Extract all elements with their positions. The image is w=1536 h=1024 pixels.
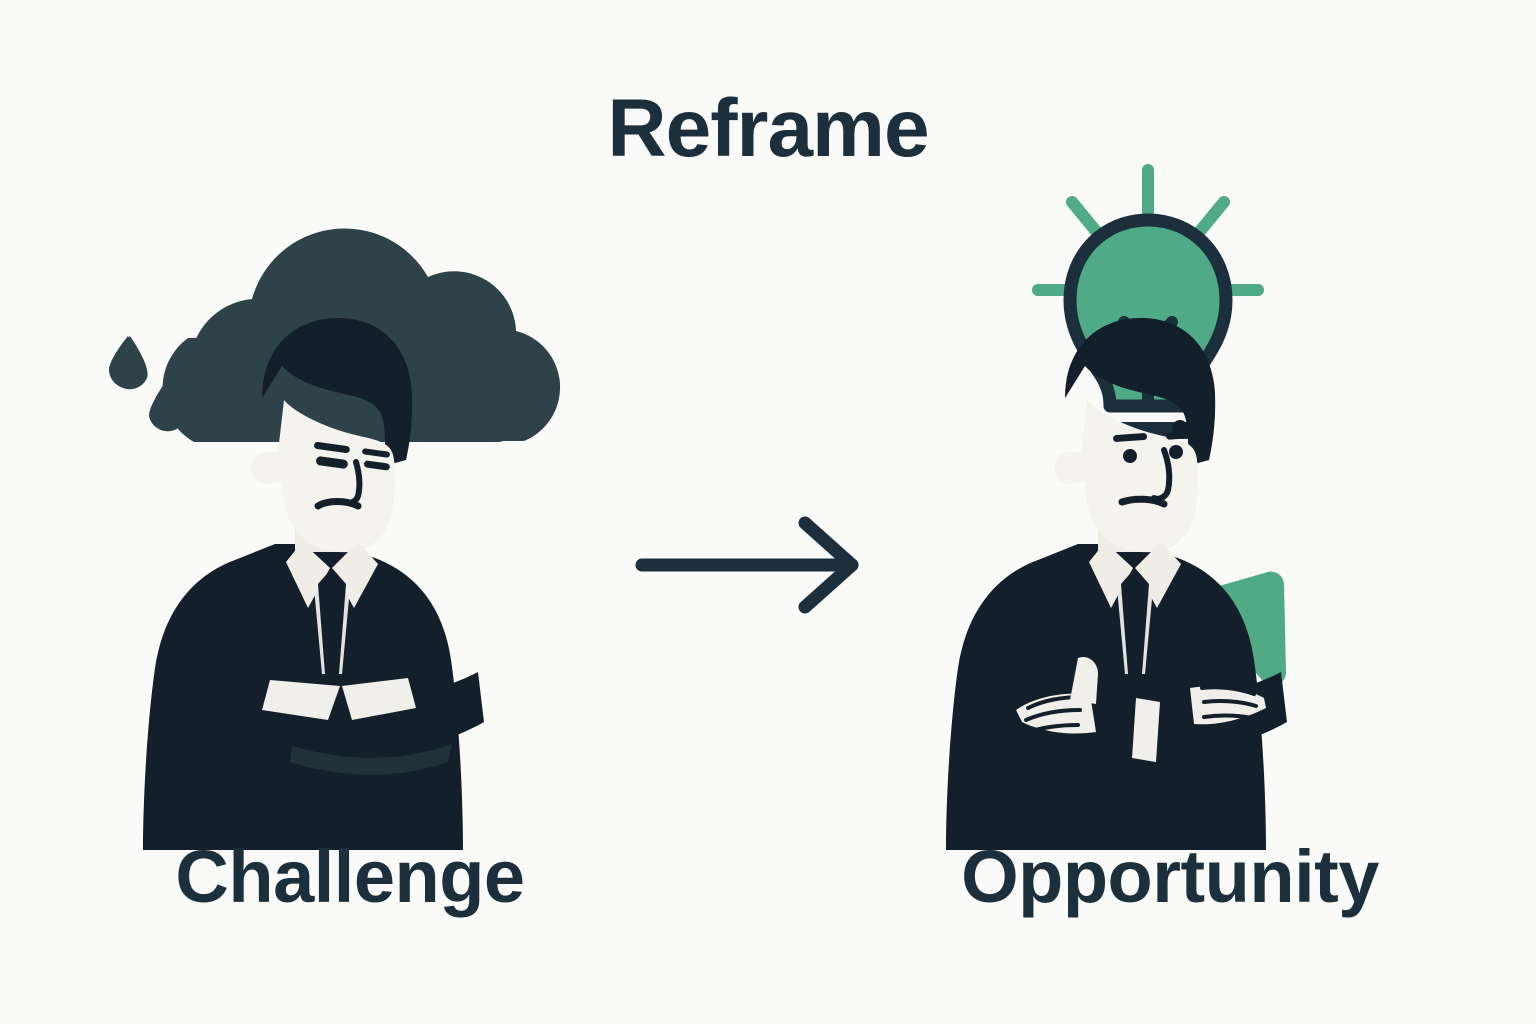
challenge-scene	[40, 150, 660, 850]
right-hand	[1190, 685, 1266, 725]
hair	[262, 318, 413, 466]
cuff	[1132, 698, 1160, 762]
right-cuff	[342, 678, 416, 720]
left-hand	[1016, 656, 1098, 734]
face-features	[1113, 420, 1191, 508]
face	[250, 400, 396, 553]
confident-businessman-figure	[946, 318, 1287, 850]
page-title: Reframe	[607, 83, 929, 174]
shirt-collar	[286, 542, 378, 608]
necktie	[1121, 568, 1149, 674]
panel-label-challenge: Challenge	[175, 835, 525, 918]
right-arrow-icon	[630, 515, 880, 615]
crossed-arms	[188, 670, 484, 758]
hair	[1065, 318, 1216, 466]
face	[1053, 400, 1199, 553]
panel-opportunity: Opportunity	[860, 150, 1480, 950]
necktie	[318, 568, 346, 674]
sad-businessman-figure	[143, 318, 484, 850]
shirt-collar	[1089, 542, 1181, 608]
panel-label-opportunity: Opportunity	[961, 835, 1379, 918]
panel-challenge: Challenge	[40, 150, 660, 950]
face-features	[314, 441, 390, 510]
left-cuff	[262, 680, 340, 720]
opportunity-scene	[860, 150, 1480, 850]
